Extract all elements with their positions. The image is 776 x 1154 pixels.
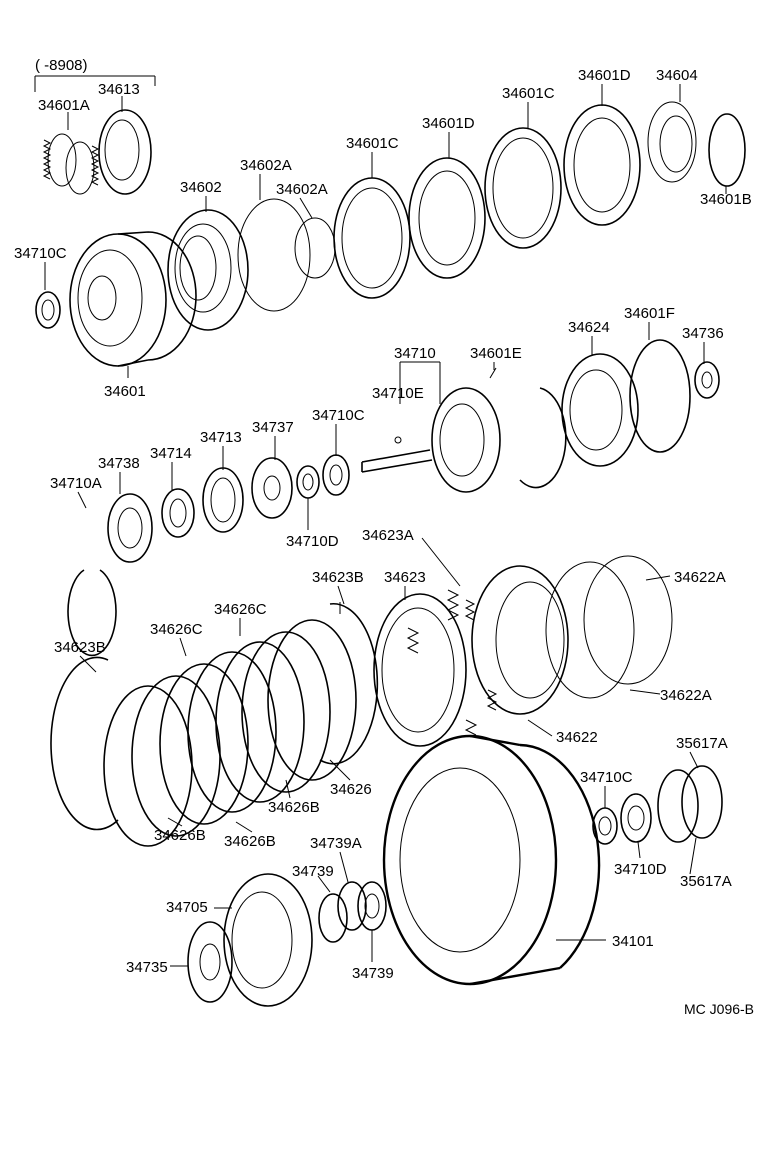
label-34714: 34714 bbox=[150, 445, 192, 462]
label-34601d-b: 34601D bbox=[422, 115, 475, 132]
label-34622a-b: 34622A bbox=[660, 687, 712, 704]
o-ring-34602a-small bbox=[294, 217, 336, 279]
clutch-disc-34601d-a bbox=[408, 157, 486, 279]
label-34710a: 34710A bbox=[50, 475, 102, 492]
label-34710e: 34710E bbox=[372, 385, 424, 402]
seal-34710c-a bbox=[35, 291, 61, 329]
label-34601c-a: 34601C bbox=[502, 85, 555, 102]
label-34626: 34626 bbox=[330, 781, 372, 798]
thrust-washer-34735 bbox=[187, 921, 233, 1003]
bearing-34739a bbox=[337, 881, 367, 931]
thrust-washer-34737 bbox=[251, 457, 293, 519]
label-34622: 34622 bbox=[556, 729, 598, 746]
label-34710d-b: 34710D bbox=[614, 861, 667, 878]
bearing-34710d-a bbox=[296, 465, 320, 499]
label-34623b-b: 34623B bbox=[54, 639, 106, 656]
label-34623: 34623 bbox=[384, 569, 426, 586]
transmission-case-34101 bbox=[382, 734, 601, 986]
label-34601f: 34601F bbox=[624, 305, 675, 322]
clutch-disc-34601d-b bbox=[563, 104, 641, 226]
piston-34623 bbox=[373, 593, 467, 747]
label-34710: 34710 bbox=[394, 345, 436, 362]
spring-set-34604 bbox=[647, 101, 697, 183]
bearing-34738 bbox=[107, 493, 153, 563]
label-34737: 34737 bbox=[252, 419, 294, 436]
label-34602a-a: 34602A bbox=[240, 157, 292, 174]
label-34739a: 34739A bbox=[310, 835, 362, 852]
label-34602: 34602 bbox=[180, 179, 222, 196]
piston-34602 bbox=[167, 209, 249, 331]
ring-gear-34705 bbox=[223, 873, 313, 1007]
snap-ring-34623b-b bbox=[50, 656, 119, 831]
label-34735: 34735 bbox=[126, 959, 168, 976]
ring-34613 bbox=[98, 109, 152, 195]
shaft-34710 bbox=[361, 367, 501, 493]
ring-35617a-b bbox=[681, 765, 723, 839]
label-34626b-a: 34626B bbox=[268, 799, 320, 816]
label-35617a-a: 35617A bbox=[676, 735, 728, 752]
bearing-34739-a bbox=[318, 893, 348, 943]
spring-cluster-34601a bbox=[42, 133, 100, 195]
label-34602a-b: 34602A bbox=[276, 181, 328, 198]
hub-34624 bbox=[561, 353, 639, 467]
label-34622a-a: 34622A bbox=[674, 569, 726, 586]
label-34101: 34101 bbox=[612, 933, 654, 950]
label-34623a: 34623A bbox=[362, 527, 414, 544]
label-34604: 34604 bbox=[656, 67, 698, 84]
snap-ring-34601f bbox=[629, 339, 691, 453]
washer-34736 bbox=[694, 361, 720, 399]
label-34710c-c: 34710C bbox=[580, 769, 633, 786]
race-34739-b bbox=[357, 881, 387, 931]
label-34710c-b: 34710C bbox=[312, 407, 365, 424]
race-34710c-b bbox=[322, 454, 350, 496]
label-34736: 34736 bbox=[682, 325, 724, 342]
label-34601c-b: 34601C bbox=[346, 135, 399, 152]
label-34613: 34613 bbox=[98, 81, 140, 98]
label-34710d-a: 34710D bbox=[286, 533, 339, 550]
o-ring-34602a-large bbox=[237, 198, 311, 312]
springs-34623a bbox=[406, 589, 478, 736]
clutch-plate-34601c-a bbox=[333, 177, 411, 299]
label-34626b-c: 34626B bbox=[224, 833, 276, 850]
snap-ring-34623b-a bbox=[319, 602, 379, 765]
label-34601b: 34601B bbox=[700, 191, 752, 208]
retainer-34622 bbox=[464, 565, 569, 715]
leader-lines bbox=[44, 84, 727, 967]
label-34739-b: 34739 bbox=[352, 965, 394, 982]
label-34738: 34738 bbox=[98, 455, 140, 472]
o-ring-34622a-b bbox=[545, 561, 635, 699]
snap-ring-34601e bbox=[519, 387, 567, 489]
clutch-drum-34601 bbox=[69, 231, 197, 367]
ring-35617a-a bbox=[657, 769, 699, 843]
label-34626b-b: 34626B bbox=[154, 827, 206, 844]
label-34624: 34624 bbox=[568, 319, 610, 336]
bearing-34710d-b bbox=[620, 793, 652, 843]
label-34626c-a: 34626C bbox=[214, 601, 267, 618]
label-34601a: 34601A bbox=[38, 97, 90, 114]
label-34623b-a: 34623B bbox=[312, 569, 364, 586]
label-34739-a: 34739 bbox=[292, 863, 334, 880]
label-34626c-b: 34626C bbox=[150, 621, 203, 638]
label-34713: 34713 bbox=[200, 429, 242, 446]
o-ring-34622a-a bbox=[583, 555, 673, 685]
label-35617a-b: 35617A bbox=[680, 873, 732, 890]
snap-ring-34601b bbox=[708, 113, 746, 187]
label-34705: 34705 bbox=[166, 899, 208, 916]
clutch-pack-34626 bbox=[103, 619, 357, 847]
label-34601: 34601 bbox=[104, 383, 146, 400]
label-34601e: 34601E bbox=[470, 345, 522, 362]
clutch-plate-34601c-b bbox=[484, 127, 562, 249]
label-34601d-a: 34601D bbox=[578, 67, 631, 84]
bearing-race-34713 bbox=[202, 467, 244, 533]
bearing-34714 bbox=[161, 488, 195, 538]
date-range-bracket: ( -8908) bbox=[34, 57, 156, 92]
part-labels: 34601A 34613 34604 34601D 34601C 34601D … bbox=[14, 67, 754, 1017]
date-range-note: ( -8908) bbox=[35, 57, 88, 74]
race-34710c-c bbox=[592, 807, 618, 845]
snap-ring-34710a bbox=[67, 569, 117, 657]
figure-code: MC J096-B bbox=[684, 1001, 754, 1017]
label-34710c-a: 34710C bbox=[14, 245, 67, 262]
